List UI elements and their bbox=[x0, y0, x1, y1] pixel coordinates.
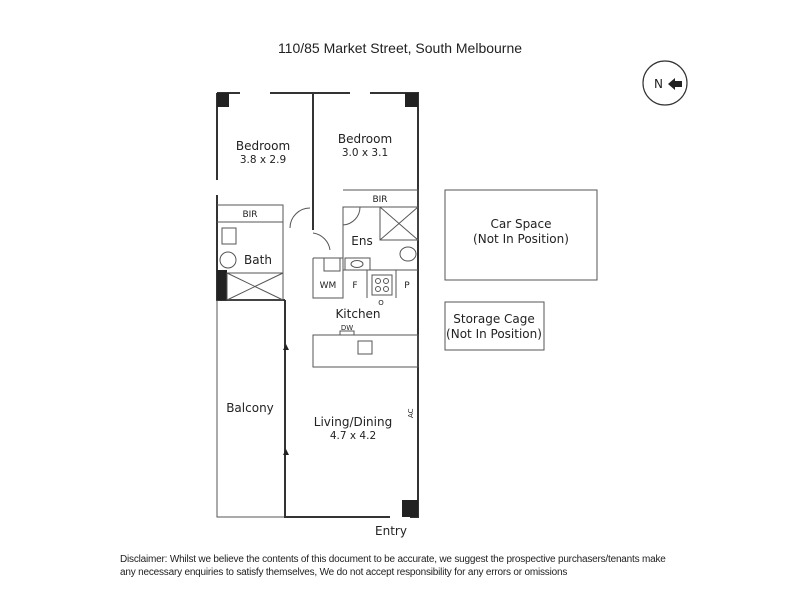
bath-label: Bath bbox=[244, 253, 272, 267]
bir1-label: BIR bbox=[242, 210, 257, 220]
oven-label: O bbox=[378, 299, 384, 307]
fridge-label: F bbox=[352, 281, 357, 291]
balcony-label: Balcony bbox=[226, 401, 274, 415]
car-space-label: Car Space bbox=[490, 217, 551, 231]
kitchen-label: Kitchen bbox=[335, 307, 380, 321]
living-dining-size: 4.7 x 4.2 bbox=[330, 430, 376, 442]
north-arrow-icon bbox=[668, 78, 682, 90]
storage-cage-note: (Not In Position) bbox=[446, 327, 542, 341]
bedroom1-label: Bedroom bbox=[236, 139, 290, 153]
bedroom1-size: 3.8 x 2.9 bbox=[240, 154, 286, 166]
ac-label: AC bbox=[407, 408, 415, 418]
bedroom2-label: Bedroom bbox=[338, 132, 392, 146]
pantry-label: P bbox=[404, 281, 410, 291]
storage-cage-label: Storage Cage bbox=[453, 312, 535, 326]
entry-label: Entry bbox=[375, 524, 407, 538]
car-space-note: (Not In Position) bbox=[473, 232, 569, 246]
walls bbox=[215, 91, 419, 518]
bir2-label: BIR bbox=[372, 195, 387, 205]
dw-label: DW bbox=[341, 324, 353, 332]
car-space-box bbox=[444, 189, 598, 281]
ensuite-label: Ens bbox=[351, 234, 372, 248]
property-address-title: 110/85 Market Street, South Melbourne bbox=[277, 40, 523, 56]
disclaimer-text: Disclaimer: Whilst we believe the conten… bbox=[120, 554, 666, 578]
wm-label: WM bbox=[320, 281, 337, 291]
bedroom2-size: 3.0 x 3.1 bbox=[342, 147, 388, 159]
living-dining-label: Living/Dining bbox=[314, 415, 392, 429]
north-compass: N bbox=[642, 60, 688, 106]
storage-cage-box bbox=[444, 301, 545, 351]
north-label: N bbox=[654, 77, 663, 91]
